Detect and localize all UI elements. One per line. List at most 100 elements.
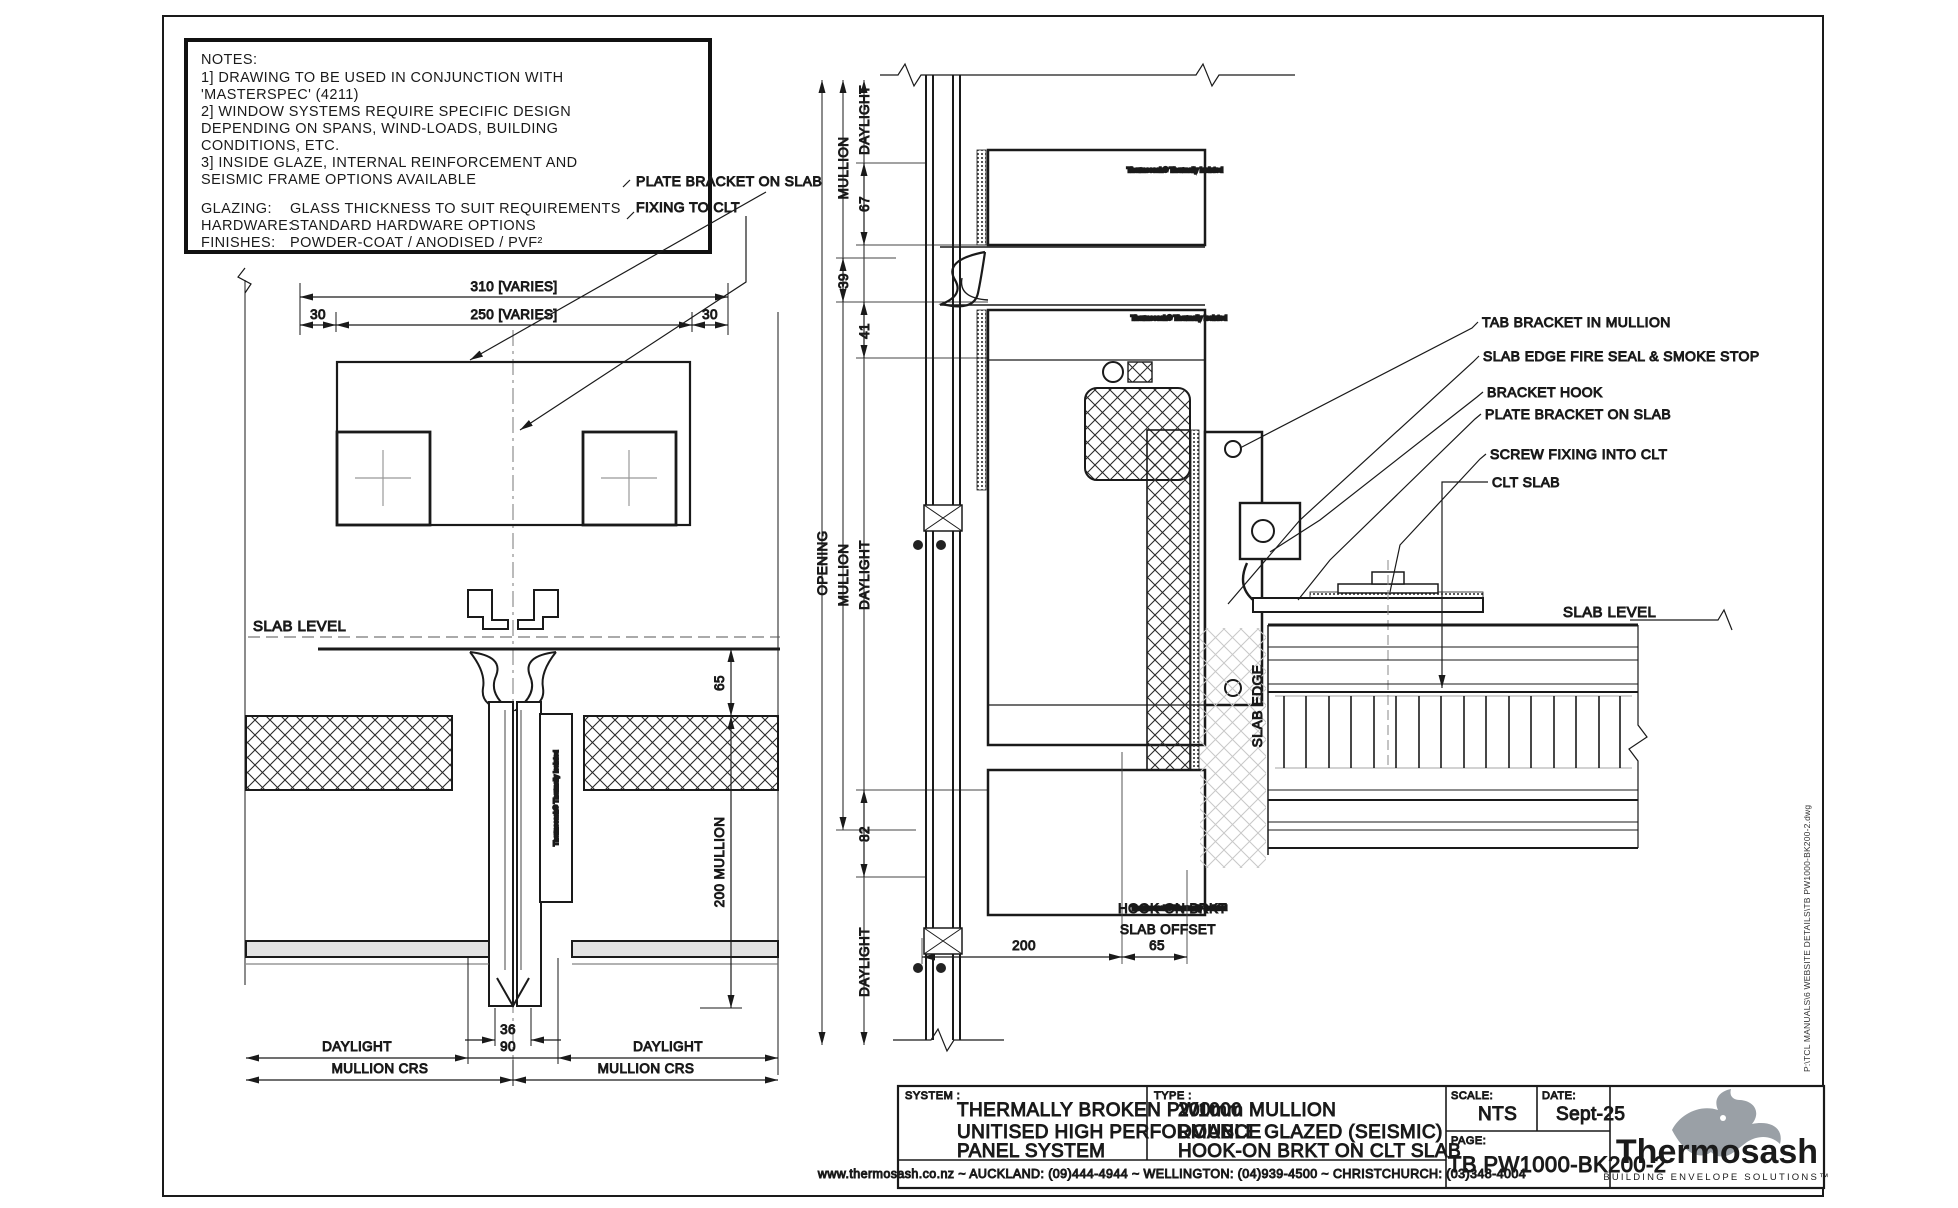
- callout-plate-bracket: PLATE BRACKET ON SLAB: [1485, 406, 1671, 422]
- slab-edge-fire-seal: [1200, 628, 1266, 868]
- plan-hook-profiles: [467, 589, 559, 630]
- dim-250-varies: 250 [VARIES]: [470, 307, 557, 322]
- thermosash-bird-icon: [1672, 1089, 1781, 1157]
- dim-daylight-mid: DAYLIGHT: [857, 540, 872, 610]
- plan-right-dims: 65 200 MULLION: [700, 649, 742, 1009]
- notes-line: 3] INSIDE GLAZE, INTERNAL REINFORCEMENT …: [201, 155, 578, 171]
- clt-slab: SLAB LEVEL: [1267, 604, 1733, 855]
- callout-plate-bracket-on-slab: PLATE BRACKET ON SLAB: [636, 173, 822, 189]
- notes-line: SEISMIC FRAME OPTIONS AVAILABLE: [201, 172, 476, 188]
- hook-on-brkt-label: HOOK-ON BRKT: [1118, 901, 1227, 916]
- plan-slab-level: SLAB LEVEL: [248, 618, 780, 651]
- type-line2: DOUBLE GLAZED (SEISMIC): [1178, 1122, 1443, 1143]
- section-dim-lines: DAYLIGHT MULLION 67 39 41 OPENING MULLIO…: [815, 80, 1000, 1045]
- plan-left-square: [335, 430, 432, 527]
- slab-edge-label: SLAB EDGE: [1249, 665, 1265, 748]
- type-label: TYPE :: [1154, 1090, 1192, 1102]
- dim-36: 36: [500, 1022, 516, 1037]
- plan-glass-band: [245, 940, 779, 965]
- date-label: DATE:: [1542, 1090, 1576, 1102]
- slab-level-right-label: SLAB LEVEL: [1563, 604, 1656, 621]
- scale-value: NTS: [1478, 1104, 1517, 1125]
- callout-labels: TAB BRACKET IN MULLION SLAB EDGE FIRE SE…: [1227, 314, 1760, 688]
- section-detail: DAYLIGHT MULLION 67 39 41 OPENING MULLIO…: [815, 62, 1484, 1053]
- dim-daylight-left: DAYLIGHT: [322, 1039, 392, 1054]
- system-label: SYSTEM :: [905, 1090, 960, 1102]
- plan-mullion-body: Thermosash® Thermally Isolated: [488, 701, 573, 1009]
- notes-finishes-value: POWDER-COAT / ANODISED / PVF²: [290, 235, 543, 251]
- plan-unit-frame: [335, 360, 692, 527]
- notes-line: 1] DRAWING TO BE USED IN CONJUNCTION WIT…: [201, 70, 564, 86]
- dim-82: 82: [857, 826, 872, 842]
- dim-mullion-mid: MULLION: [836, 544, 851, 607]
- logo-tagline: BUILDING ENVELOPE SOLUTIONS™: [1603, 1172, 1830, 1183]
- title-block: SYSTEM : THERMALLY BROKEN PW1000 UNITISE…: [816, 1084, 1826, 1190]
- thermosash-sticker: Thermosash® Thermally Isolated: [1131, 314, 1227, 322]
- dim-65: 65: [712, 675, 727, 691]
- plan-slab-level-label: SLAB LEVEL: [253, 618, 346, 635]
- dim-65-offset: 65: [1149, 938, 1165, 953]
- top-break-line: [880, 62, 1295, 88]
- plan-bottom-dims: 36 DAYLIGHT 90 DAYLIGHT MULLION CRS MULL…: [246, 958, 778, 1086]
- sheet-border: [162, 15, 1824, 1197]
- dim-mullion-crs-left: MULLION CRS: [332, 1061, 429, 1076]
- page-label: PAGE:: [1451, 1135, 1486, 1147]
- slab-level-marker: [1630, 608, 1733, 631]
- bottom-break-line: [893, 1027, 1004, 1053]
- notes-glazing-value: GLASS THICKNESS TO SUIT REQUIREMENTS: [290, 201, 621, 217]
- plate-bracket-on-slab: [1252, 560, 1484, 768]
- section-joint-seals: [938, 246, 1205, 308]
- dim-daylight-top: DAYLIGHT: [857, 85, 872, 155]
- notes-glazing-label: GLAZING:: [201, 201, 272, 217]
- fixing-cross-left: [355, 450, 411, 506]
- dim-200-mullion: 200 MULLION: [712, 817, 727, 908]
- system-line1: THERMALLY BROKEN PW1000: [957, 1100, 1242, 1121]
- slab-break-edge: [1628, 625, 1648, 848]
- dim-310-varies: 310 [VARIES]: [470, 279, 557, 294]
- callout-fixing-to-clt: FIXING TO CLT: [636, 199, 740, 215]
- dim-41: 41: [857, 323, 872, 339]
- notes-line: 2] WINDOW SYSTEMS REQUIRE SPECIFIC DESIG…: [201, 104, 571, 120]
- file-path-text: P:\TCL MANUALS\6 WEBSITE DETAILS\TB PW10…: [1802, 805, 1812, 1072]
- clt-cross-planks: [1283, 696, 1621, 768]
- dim-daylight-bottom: DAYLIGHT: [857, 927, 872, 997]
- notes-finishes-label: FINISHES:: [201, 235, 276, 251]
- callout-fire-seal: SLAB EDGE FIRE SEAL & SMOKE STOP: [1483, 348, 1760, 364]
- dim-30-right: 30: [702, 307, 718, 322]
- thermosash-logo: Thermosash BUILDING ENVELOPE SOLUTIONS™: [1603, 1089, 1830, 1183]
- logo-wordmark: Thermosash: [1616, 1133, 1818, 1171]
- system-line3: PANEL SYSTEM: [957, 1141, 1105, 1162]
- date-value: Sept-25: [1556, 1104, 1625, 1125]
- dim-daylight-right: DAYLIGHT: [633, 1039, 703, 1054]
- notes-box: NOTES: 1] DRAWING TO BE USED IN CONJUNCT…: [184, 38, 712, 254]
- plan-right-square: [581, 430, 678, 527]
- plan-insulation-panels: [245, 715, 779, 791]
- dim-39: 39: [836, 273, 851, 289]
- dim-mullion-crs-right: MULLION CRS: [598, 1061, 695, 1076]
- plan-dim-310: 310 [VARIES] 30 250 [VARIES] 30: [299, 279, 729, 335]
- dim-opening: OPENING: [815, 530, 830, 595]
- slab-offset-label: SLAB OFFSET: [1120, 922, 1216, 937]
- callout-clt-slab: CLT SLAB: [1492, 474, 1560, 490]
- system-line2: UNITISED HIGH PERFORMANCE: [957, 1122, 1262, 1143]
- dim-30-left: 30: [310, 307, 326, 322]
- plan-callouts: PLATE BRACKET ON SLAB FIXING TO CLT: [469, 173, 822, 431]
- type-line1: 200mm MULLION: [1178, 1100, 1336, 1121]
- page-value: TB PW1000-BK200-2: [1448, 1152, 1666, 1177]
- scale-label: SCALE:: [1451, 1090, 1493, 1102]
- thermosash-sticker: Thermosash® Thermally Isolated: [1131, 904, 1227, 912]
- fixing-cross-right: [601, 450, 657, 506]
- callout-bracket-hook: BRACKET HOOK: [1487, 384, 1603, 400]
- dim-90: 90: [500, 1039, 516, 1054]
- thermosash-sticker: Thermosash® Thermally Isolated: [1127, 166, 1223, 174]
- notes-line: CONDITIONS, ETC.: [201, 138, 340, 154]
- notes-line: 'MASTERSPEC' (4211): [201, 87, 359, 103]
- bolt-top: [1224, 440, 1242, 458]
- plan-detail: 310 [VARIES] 30 250 [VARIES] 30 SLAB LEV…: [237, 173, 822, 1086]
- dim-67: 67: [857, 196, 872, 212]
- notes-line: DEPENDING ON SPANS, WIND-LOADS, BUILDING: [201, 121, 558, 137]
- notes-title: NOTES:: [201, 52, 257, 68]
- callout-tab-bracket: TAB BRACKET IN MULLION: [1482, 314, 1671, 330]
- section-glass: [913, 75, 963, 1040]
